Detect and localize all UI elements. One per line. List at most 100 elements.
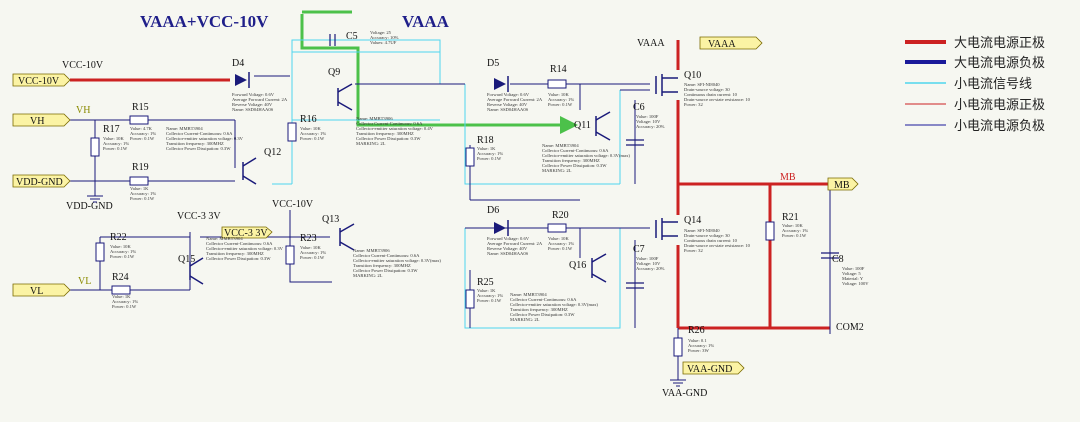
d5-symbol	[494, 76, 509, 92]
q15-param: Collector Power Dissipation: 0.3W	[206, 256, 271, 261]
d4-param: Reverse Voltage: 40V	[232, 102, 273, 107]
q14-ref-label: Q14	[684, 215, 701, 226]
r16-param: Power: 0.1W	[300, 136, 325, 141]
port-mb: MB	[827, 177, 859, 191]
r19-param: Accuracy: 1%	[130, 191, 156, 196]
r23-param: Value: 10K	[300, 245, 321, 250]
q16-ref-label: Q16	[569, 260, 586, 271]
q14-param: Drain-source voltage: 30	[684, 233, 730, 238]
port-vl: VL	[12, 283, 71, 297]
r19-param: Value: 1K	[130, 186, 149, 191]
q13-param: Transition frequency: 300MHZ	[353, 263, 411, 268]
d4-ref-label: D4	[232, 58, 244, 69]
r21-param: Accuracy: 1%	[782, 228, 808, 233]
q16-param: Transition frequency: 300MHZ	[510, 307, 568, 312]
q11-param: MARKING: 2L	[542, 168, 572, 173]
r25-symbol	[465, 289, 475, 309]
d6-symbol	[494, 220, 509, 236]
q11-ref-label: Q11	[574, 120, 591, 131]
r26-param: Value: 0.1	[688, 338, 707, 343]
d4-symbol	[235, 72, 250, 88]
q11-param: Collector Power Dissipation: 0.3W	[542, 163, 607, 168]
c7-param: Value: 100F	[636, 256, 659, 261]
r17-param: Value: 10K	[103, 136, 124, 141]
d6-param: Average Forward Current: 2A	[487, 241, 543, 246]
q9-param: Collector-emitter saturation voltage: 0.…	[356, 126, 434, 131]
q13-param: Collector-emitter saturation voltage: 0.…	[353, 258, 441, 263]
q9-param: Collector Current-Continuous: 0.6A	[356, 121, 423, 126]
port-vaaa-text: VAAA	[708, 39, 736, 50]
r15-param: Power: 0.1W	[130, 136, 155, 141]
q16-param: Collector Power Dissipation: 0.3W	[510, 312, 575, 317]
d6-ref-label: D6	[487, 205, 499, 216]
q13-symbol	[339, 223, 355, 251]
r25-param: Value: 1K	[477, 288, 496, 293]
d6-param: Reverse Voltage: 40V	[487, 246, 528, 251]
q16-symbol	[591, 253, 607, 283]
q13-param: Collector Power Dissipation: 0.3W	[353, 268, 418, 273]
legend-label-power-neg: 大电流电源负极	[954, 55, 1045, 70]
r25-param: Accuracy: 1%	[477, 293, 503, 298]
q9-param: Transition frequency: 300MHZ	[356, 131, 414, 136]
d5-ref-label: D5	[487, 58, 499, 69]
c6-symbol	[626, 139, 644, 146]
c5-param: Voltage: 25	[370, 30, 392, 35]
net-vcc10v: VCC-10V	[62, 60, 104, 71]
r26-param: Power: 3W	[688, 348, 709, 353]
q12-symbol	[242, 157, 257, 185]
d6-param: Forward Voltage: 0.6V	[487, 236, 530, 241]
r15-param: Value: 4.7K	[130, 126, 153, 131]
r24-param: Power: 0.1W	[112, 304, 137, 309]
r18-param: Accuracy: 1%	[477, 151, 503, 156]
c8-param: Voltage: 100V	[842, 281, 869, 286]
c8-param: Material: Y	[842, 276, 864, 281]
ground-symbol-vdd	[87, 181, 103, 203]
q16-param: MARKING: 2L	[510, 317, 540, 322]
r24-symbol	[111, 285, 131, 295]
q13-param: MARKING: 2L	[353, 273, 383, 278]
r22-symbol	[95, 242, 105, 262]
r20-param: Accuracy: 1%	[548, 241, 574, 246]
r17-param: Power: 0.1W	[103, 146, 128, 151]
c6-param: Voltage: 10V	[636, 119, 661, 124]
q11-param: Collector-emitter saturation voltage: 0.…	[542, 153, 630, 158]
c7-ref-label: C7	[633, 244, 645, 255]
r22-param: Power: 0.1W	[110, 254, 135, 259]
r26-param: Accuracy: 1%	[688, 343, 714, 348]
power-positive-wires	[70, 40, 830, 330]
r15-symbol	[129, 115, 149, 125]
q15-param: Transition frequency: 300MHZ	[206, 251, 264, 256]
small-wires	[70, 75, 650, 328]
signal-wires	[272, 39, 621, 329]
d4-param: Average Forward Current: 2A	[232, 97, 288, 102]
q16-param: Name: MMBT3904	[510, 292, 547, 297]
port-vaa-gnd-text: VAA-GND	[687, 364, 732, 375]
q14-param: Name: SFI-NI8040	[684, 228, 720, 233]
r26-ref-label: R26	[688, 325, 705, 336]
c8-ref-label: C8	[832, 254, 844, 265]
net-vh: VH	[76, 105, 90, 116]
d5-param: Forward Voltage: 0.6V	[487, 92, 530, 97]
port-mb-text: MB	[834, 180, 850, 191]
q10-param: Name: SFI-NI8040	[684, 82, 720, 87]
r16-param: Accuracy: 1%	[300, 131, 326, 136]
q9-param: MARKING: 2L	[356, 141, 386, 146]
q16-param: Collector Current-Continuous: 0.6A	[510, 297, 577, 302]
port-vcc3-text: VCC-3 3V	[224, 228, 268, 239]
heading-vaaa: VAAA	[402, 12, 450, 31]
r19-symbol	[129, 176, 149, 186]
r22-param: Value: 10K	[110, 244, 131, 249]
q11-param: Transition frequency: 300MHZ	[542, 158, 600, 163]
r18-ref-label: R18	[477, 135, 494, 146]
legend-label-small-pos: 小电流电源正极	[954, 97, 1045, 112]
annotation-path	[300, 14, 562, 127]
r20-param: Power: 0.1W	[548, 246, 573, 251]
port-vcc10v-text: VCC-10V	[18, 76, 60, 87]
r23-param: Power: 0.1W	[300, 255, 325, 260]
r18-symbol	[465, 147, 475, 167]
q9-ref-label: Q9	[328, 67, 340, 78]
r16-param: Value: 10K	[300, 126, 321, 131]
d5-param: Name: SSD04HAA0S	[487, 107, 529, 112]
